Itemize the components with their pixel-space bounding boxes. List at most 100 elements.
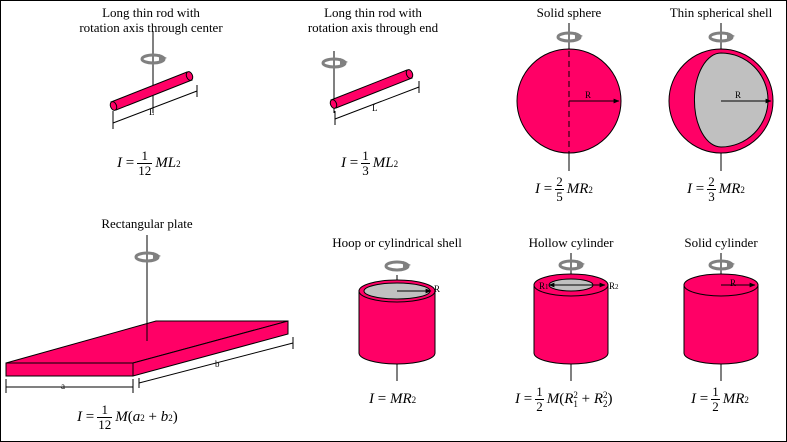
solid-cylinder-figure (683, 253, 759, 381)
caption-line: rotation axis through center (79, 20, 223, 35)
formula-exp: 2 (588, 184, 593, 195)
formula-lhs: I (341, 155, 346, 171)
dim-label-R: R (730, 278, 737, 288)
formula-lhs: I (687, 181, 692, 197)
fraction-den: 5 (555, 189, 564, 204)
fraction-num: 2 (708, 174, 715, 189)
rod-end-figure (321, 51, 420, 125)
formula-lhs: I (535, 181, 540, 197)
formula-eq: = (349, 155, 359, 171)
formula-paren: ) (607, 391, 613, 407)
dimension-line-L (112, 85, 198, 129)
dim-label-R2-letter: R (609, 281, 616, 291)
formula-mass: M (115, 409, 128, 425)
dim-label-L: L (372, 103, 378, 113)
formula-paren: ) (172, 409, 178, 425)
formula-lhs: I (77, 409, 82, 425)
formula-exp: 2 (744, 394, 749, 405)
caption-hollow-cylinder: Hollow cylinder (528, 235, 614, 250)
thin-shell-figure (668, 23, 774, 171)
hollow-cylinder-figure (533, 253, 609, 381)
rect-plate-figure (5, 235, 294, 393)
formula-lhs: I (691, 391, 696, 407)
fraction-den: 2 (535, 399, 544, 414)
rotation-arrow-icon (708, 259, 735, 271)
formula-r2: R (593, 391, 604, 407)
rotation-arrow-icon (708, 31, 735, 43)
formula-exp: 2 (740, 184, 745, 195)
rod-center-shape (109, 71, 194, 111)
formula-eq: = (695, 181, 705, 197)
formula-lhs: I (369, 391, 374, 407)
rotation-arrow-icon (321, 57, 348, 69)
fraction-num: 1 (362, 148, 369, 163)
caption-line: Long thin rod with (102, 5, 200, 20)
dim-label-L: L (149, 107, 155, 117)
rotation-arrow-icon (140, 53, 167, 65)
rotation-arrow-icon (558, 259, 585, 271)
fraction-den: 3 (707, 189, 716, 204)
formula-rhs: MR (718, 181, 741, 197)
caption-rod-end: Long thin rod with rotation axis through… (308, 5, 438, 35)
dim-label-R1-sub: 1 (545, 283, 549, 291)
formula-eq: = (699, 391, 709, 407)
formula-exp: 2 (603, 389, 608, 400)
formula-r1: R (564, 391, 574, 407)
formula-paren: ( (559, 391, 565, 407)
dimension-line-b (138, 337, 294, 388)
formula-a: a (132, 409, 141, 425)
fraction-num: 1 (141, 148, 148, 163)
formula-lhs: I (117, 155, 122, 171)
rotation-arrow-icon (134, 251, 161, 263)
formula-eq: = (125, 155, 135, 171)
rod-end-shape (329, 69, 414, 109)
formula-paren: ( (127, 409, 133, 425)
formula-eq: = (523, 391, 533, 407)
formula-rhs: ML (155, 155, 177, 171)
rod-center-figure (109, 31, 198, 129)
fraction-den: 12 (137, 163, 153, 178)
formula-rhs: MR (566, 181, 589, 197)
formula-exp: 2 (573, 389, 578, 400)
formula-rhs: MR (389, 391, 412, 407)
formula-sub: 1 (573, 398, 578, 409)
dim-label-R: R (735, 90, 742, 100)
fraction-num: 1 (536, 384, 543, 399)
fraction-num: 1 (101, 402, 108, 417)
caption-solid-cylinder: Solid cylinder (684, 235, 758, 250)
rotation-arrow-icon (384, 260, 411, 272)
dimension-line-L (334, 81, 420, 125)
fraction-num: 2 (556, 174, 563, 189)
caption-hoop: Hoop or cylindrical shell (332, 235, 462, 250)
formula-exp: 2 (140, 412, 145, 423)
dim-label-R1: R1 (539, 281, 549, 292)
rect-plate-shape (5, 320, 289, 377)
formula-exp: 2 (411, 394, 417, 405)
formula-eq: = (543, 181, 553, 197)
caption-thin-shell: Thin spherical shell (669, 5, 773, 20)
formula-mass: M (546, 391, 560, 407)
caption-rod-center: Long thin rod with rotation axis through… (79, 5, 222, 35)
caption-rect-plate: Rectangular plate (101, 216, 193, 231)
caption-line: Long thin rod with (324, 5, 422, 20)
fraction-den: 3 (361, 163, 370, 178)
formula-eq: = (377, 391, 387, 407)
dim-label-R1-letter: R (539, 281, 546, 291)
dim-label-R: R (434, 284, 441, 294)
fraction-den: 12 (97, 417, 113, 432)
